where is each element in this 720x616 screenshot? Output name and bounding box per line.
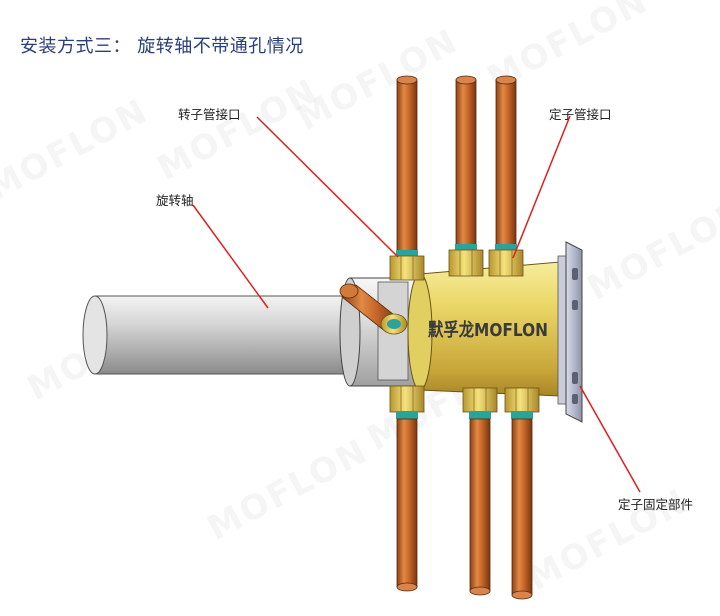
callout-shaft: 旋转轴 [156, 193, 194, 208]
page-title: 安装方式三： 旋转轴不带通孔情况 [20, 36, 304, 57]
stator-top-tube-1 [455, 75, 477, 251]
stator-body [407, 261, 561, 397]
leader-stator-port [512, 115, 571, 259]
stator-top-fitting-1 [448, 244, 484, 277]
rotating-shaft [82, 295, 356, 375]
rotor-top-tube [396, 75, 418, 259]
rotor-bottom-fitting [389, 385, 425, 419]
stator-top-fitting-2 [488, 244, 524, 277]
callout-stator-port: 定子管接口 [549, 107, 612, 122]
stator-bottom-fitting-2 [504, 387, 540, 419]
stator-bracket [557, 241, 583, 423]
callout-rotor-port: 转子管接口 [178, 107, 241, 122]
leader-rotor-port [256, 116, 399, 258]
stator-bottom-fitting-1 [462, 387, 498, 419]
leader-stator-bracket [579, 385, 641, 493]
stator-top-tube-2 [495, 75, 517, 251]
stator-bottom-tube-1 [469, 418, 491, 596]
callout-stator-bracket: 定子固定部件 [618, 497, 694, 512]
stator-bottom-tube-2 [511, 418, 533, 600]
rotor-top-fitting [389, 250, 425, 281]
product-label: 默孚龙MOFLON [428, 319, 548, 341]
rotor-angled-stub [339, 283, 408, 335]
rotor-bottom-tube [396, 418, 418, 592]
leader-shaft [192, 204, 269, 309]
leader-lines [192, 115, 641, 493]
